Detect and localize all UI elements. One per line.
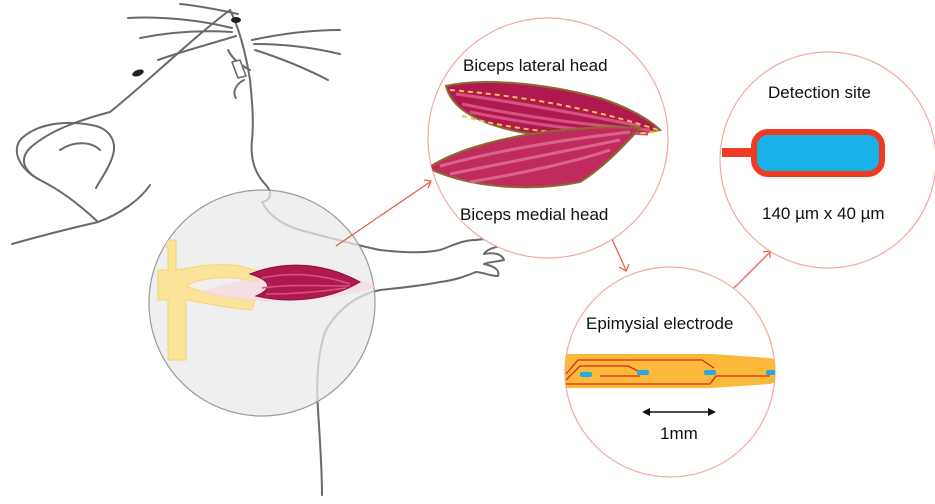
label-detection-site: Detection site [768, 83, 871, 103]
eye-left [231, 17, 241, 23]
label-biceps-lateral: Biceps lateral head [463, 56, 608, 76]
label-scale: 1mm [660, 424, 698, 444]
teeth [232, 60, 246, 78]
ear-outline [17, 123, 114, 188]
label-electrode: Epimysial electrode [586, 314, 733, 334]
electrode-contact-3 [704, 370, 716, 375]
electrode-circle [560, 267, 781, 477]
eye-right [131, 68, 144, 78]
label-biceps-medial: Biceps medial head [460, 205, 608, 225]
forelimb-zoom-circle [149, 190, 380, 416]
electrode-body [560, 354, 781, 388]
electrode-contact-1 [580, 372, 592, 377]
detection-site-contact [754, 132, 882, 174]
electrode-contact-2 [637, 370, 649, 375]
electrode-contact-4 [766, 370, 778, 375]
label-detection-size: 140 µm x 40 µm [762, 204, 885, 224]
